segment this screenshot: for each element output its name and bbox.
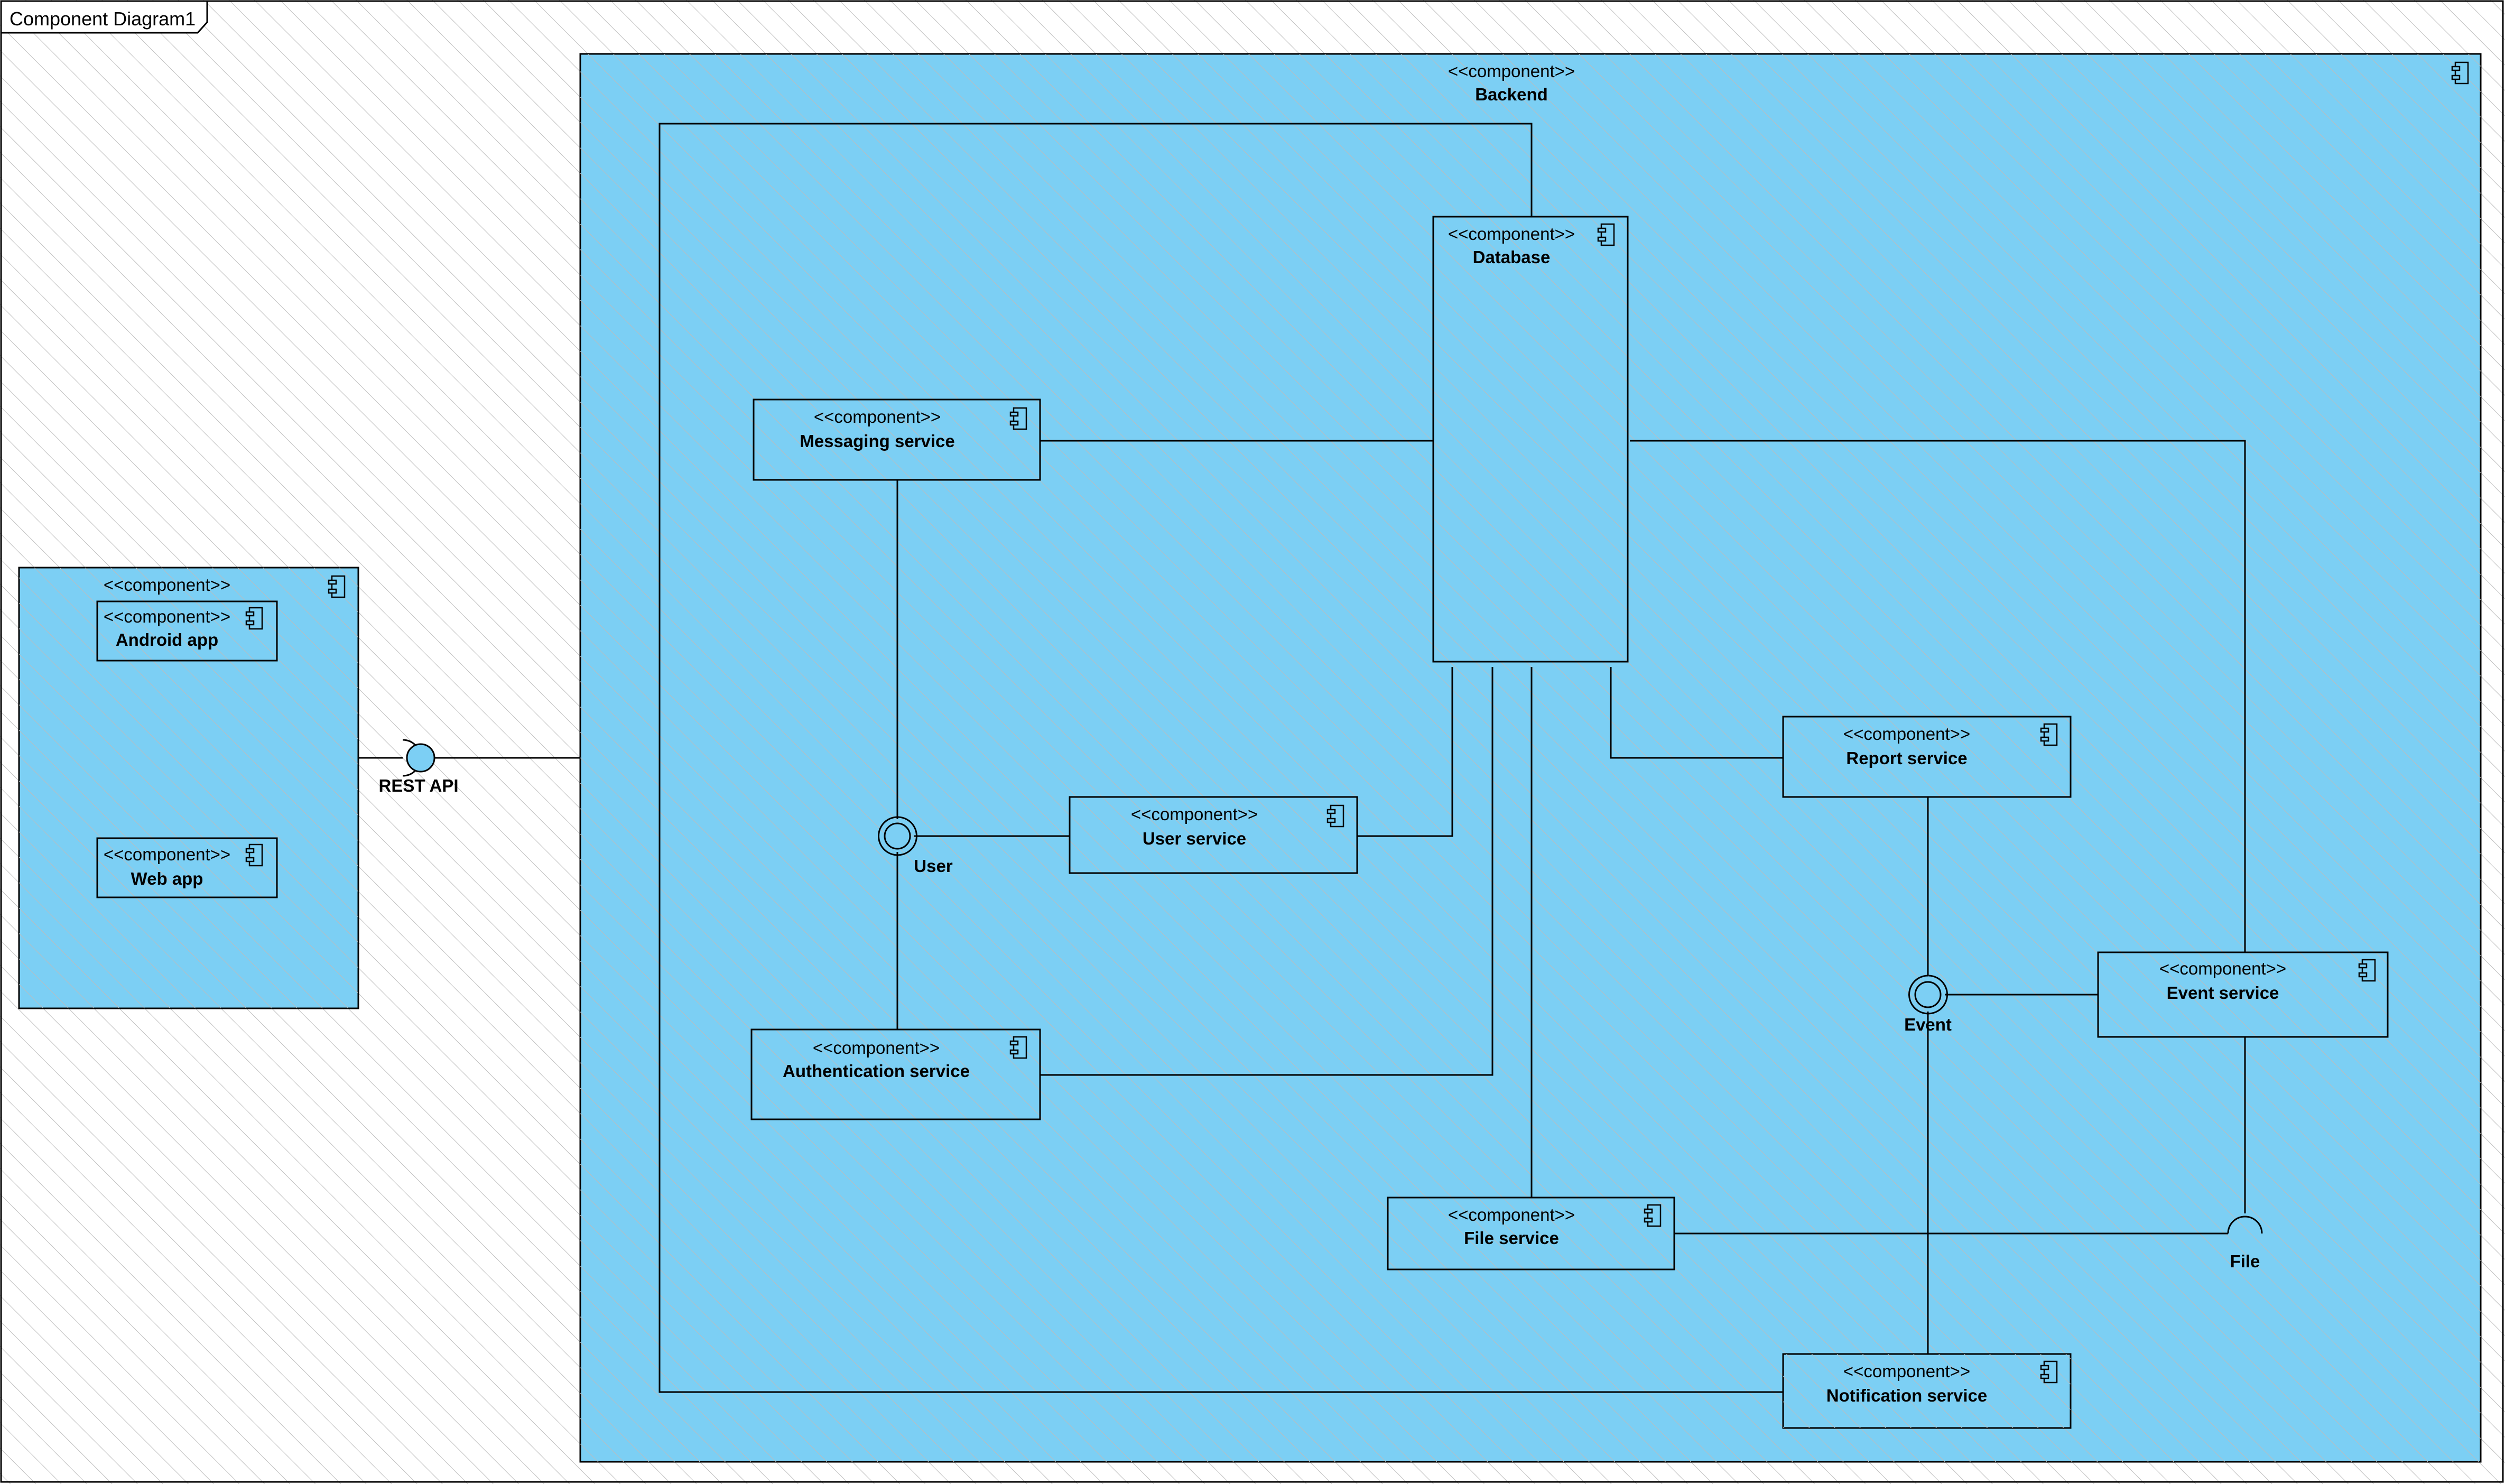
component-name: Web app bbox=[131, 869, 203, 888]
lollipop-icon bbox=[1914, 981, 1942, 1008]
lollipop-icon bbox=[884, 822, 911, 850]
component-user-service[interactable]: <<component>> User service bbox=[1069, 796, 1358, 874]
interface-event[interactable]: Event bbox=[1904, 975, 1952, 1034]
component-name: Messaging service bbox=[800, 431, 955, 451]
stereotype-label: <<component>> bbox=[1131, 804, 1258, 824]
component-authentication-service[interactable]: <<component>> Authentication service bbox=[750, 1028, 1041, 1120]
component-name: User service bbox=[1143, 829, 1246, 848]
component-web-app[interactable]: <<component>> Web app bbox=[96, 837, 278, 898]
component-name: Backend bbox=[1475, 85, 1548, 104]
socket-icon bbox=[1908, 975, 1948, 1015]
component-name: Database bbox=[1473, 247, 1551, 267]
component-database[interactable]: <<component>> Database bbox=[1432, 216, 1629, 663]
component-report-service[interactable]: <<component>> Report service bbox=[1782, 716, 2072, 798]
stereotype-label: <<component>> bbox=[1448, 61, 1575, 81]
stereotype-label: <<component>> bbox=[2159, 959, 2286, 978]
frame-title: Component Diagram1 bbox=[10, 8, 196, 30]
connector-database-notification bbox=[658, 123, 1783, 1393]
stereotype-label: <<component>> bbox=[1843, 1361, 1970, 1381]
component-file-service[interactable]: <<component>> File service bbox=[1387, 1197, 1675, 1270]
stereotype-label: <<component>> bbox=[1448, 1205, 1575, 1225]
connector-database-event bbox=[1630, 440, 2246, 952]
component-name: Notification service bbox=[1826, 1386, 1987, 1405]
lollipop-icon bbox=[406, 743, 435, 773]
socket-icon bbox=[2227, 1216, 2263, 1234]
component-name: File service bbox=[1464, 1228, 1559, 1248]
component-messaging-service[interactable]: <<component>> Messaging service bbox=[753, 398, 1041, 481]
interface-label: Event bbox=[1904, 1015, 1952, 1034]
stereotype-label: <<component>> bbox=[104, 845, 230, 864]
stereotype-label: <<component>> bbox=[1843, 724, 1970, 744]
stereotype-label: <<component>> bbox=[813, 1038, 940, 1058]
frame-tab[interactable]: Component Diagram1 bbox=[0, 0, 208, 34]
component-clients[interactable]: <<component>> bbox=[18, 567, 359, 1009]
component-name: Report service bbox=[1846, 748, 1967, 768]
interface-label: File bbox=[2230, 1251, 2260, 1271]
interface-file[interactable]: File bbox=[2227, 1216, 2263, 1271]
component-name: Event service bbox=[2167, 983, 2279, 1003]
socket-icon bbox=[878, 816, 917, 856]
interface-label: REST API bbox=[379, 776, 459, 795]
stereotype-label: <<component>> bbox=[104, 575, 230, 595]
component-android-app[interactable]: <<component>> Android app bbox=[96, 600, 278, 662]
component-event-service[interactable]: <<component>> Event service bbox=[2097, 951, 2389, 1038]
connectors bbox=[658, 123, 2246, 1393]
connector-auth-database bbox=[1040, 667, 1493, 1076]
stereotype-label: <<component>> bbox=[1448, 224, 1575, 244]
component-name: Android app bbox=[116, 630, 218, 650]
connector-database-report bbox=[1610, 667, 1783, 759]
component-name: Authentication service bbox=[783, 1061, 970, 1081]
stereotype-label: <<component>> bbox=[104, 607, 230, 626]
component-notification-service[interactable]: <<component>> Notification service bbox=[1782, 1353, 2072, 1429]
interface-label: User bbox=[914, 856, 953, 876]
stereotype-label: <<component>> bbox=[814, 407, 941, 426]
interface-rest-api[interactable]: REST API bbox=[358, 739, 580, 795]
connector-userservice-database bbox=[1357, 667, 1453, 837]
interface-user[interactable]: User bbox=[878, 816, 953, 876]
